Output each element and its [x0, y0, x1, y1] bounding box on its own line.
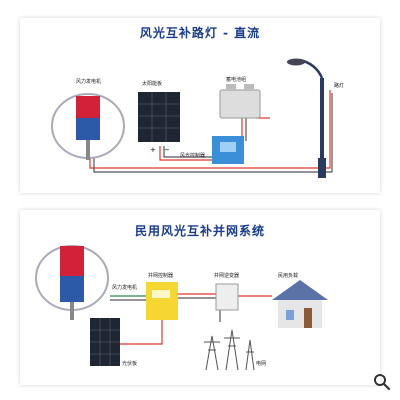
inverter-label: 并网逆变器: [214, 273, 240, 279]
grid-controller-label: 并网控制器: [148, 273, 174, 279]
solar-panel-2: [90, 318, 120, 366]
street-lamp-label: 路灯: [334, 83, 345, 89]
load-label: 民用负载: [278, 273, 299, 279]
battery-label-1: 蓄电池组: [226, 77, 247, 83]
solar-panel-label-1: 太阳能板: [142, 81, 163, 87]
svg-text:+: +: [150, 146, 156, 154]
panel1-title: 风光互补路灯 - 直流: [139, 26, 261, 40]
residential-grid-tie-panel: 民用风光互补并网系统: [20, 210, 380, 385]
street-light-dc-panel: 风光互补路灯 - 直流 + −: [20, 18, 380, 193]
turbine-label-2: 风力发电机: [112, 285, 138, 291]
grid-tie-inverter: [215, 283, 239, 311]
svg-text:−: −: [164, 146, 170, 154]
panel1-diagram: + −: [51, 58, 333, 178]
grid-tie-controller: [146, 282, 178, 320]
solar-panel-label-2: 光伏板: [122, 361, 138, 367]
house-icon: [272, 280, 328, 328]
street-lamp: [287, 58, 326, 178]
controller-label-1: 风光控制器: [180, 153, 206, 159]
battery-bank-1: [219, 84, 261, 119]
wind-solar-controller-1: [212, 136, 244, 164]
magnifier-icon[interactable]: [372, 372, 392, 392]
solar-panel-1: + −: [138, 92, 180, 154]
wind-turbine-1: [51, 93, 125, 160]
turbine-label-1: 风力发电机: [76, 79, 102, 85]
panel2-diagram: [35, 245, 328, 371]
wind-turbine-2: [35, 245, 109, 320]
grid-label: 电网: [256, 361, 267, 367]
panel1-wires: [89, 90, 333, 173]
panel2-title: 民用风光互补并网系统: [134, 224, 265, 238]
panel2-wires: [110, 293, 272, 345]
power-pylons: [204, 329, 255, 371]
